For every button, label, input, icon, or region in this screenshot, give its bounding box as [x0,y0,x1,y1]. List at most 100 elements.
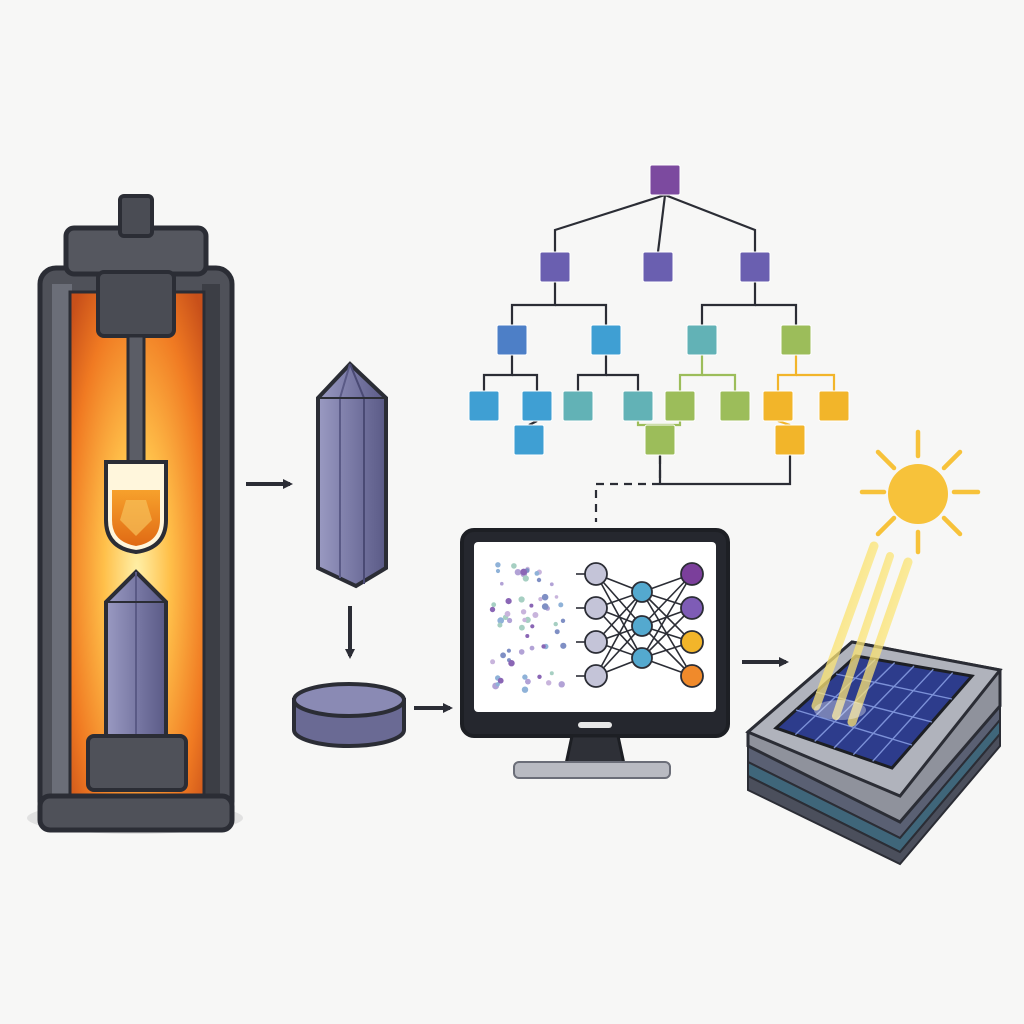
tree-link [665,195,755,252]
tree-link [660,455,790,484]
scatter-dot [519,625,525,631]
tree-link [778,421,790,425]
scatter-dot [521,609,526,614]
tree-link [755,305,796,325]
scatter-dot [507,649,511,653]
tree-link [778,355,796,391]
tree-node [763,391,793,421]
tree-node [740,252,770,282]
scatter-dot [530,624,534,628]
tree-node [645,425,675,455]
scatter-dot [522,687,528,693]
tree-node [469,391,499,421]
scatter-dot [522,618,526,622]
scatter-dot [537,578,541,582]
tree-node [540,252,570,282]
tree-node [643,252,673,282]
scatter-dot [498,678,504,684]
tree-link [702,375,735,391]
scatter-dot [525,679,531,685]
nn-input-node [585,631,607,653]
scatter-dot [561,619,565,623]
tree-link [796,375,834,391]
scatter-dot [537,675,541,679]
scatter-dot [525,634,529,638]
tree-link [512,282,555,325]
nn-output-node [681,665,703,687]
scatter-dot [523,575,529,581]
scatter-dot [496,569,500,573]
scatter-dot [490,607,495,612]
nn-input-node [585,597,607,619]
decision-tree [469,165,849,455]
wafer-disc-icon [294,684,404,746]
nn-input-node [585,665,607,687]
scatter-dot [495,562,500,567]
scatter-dot [500,582,504,586]
tree-node [563,391,593,421]
tree-link [658,195,665,252]
scatter-dot [541,644,545,648]
scatter-dot [558,602,563,607]
tree-link [606,375,638,391]
tree-link [660,421,680,425]
nn-hidden-node [632,616,652,636]
tree-node [497,325,527,355]
tree-node [650,165,680,195]
tree-link [702,282,755,325]
solar-panel-icon [748,642,1000,864]
tree-node [591,325,621,355]
scatter-dot [519,649,525,655]
tree-node [623,391,653,421]
scatter-dot [519,596,525,602]
scatter-dot [555,595,559,599]
tree-node [720,391,750,421]
scatter-dot [546,680,551,685]
scatter-dot [490,659,495,664]
nn-hidden-node [632,582,652,602]
tree-node [775,425,805,455]
scatter-dot [529,604,533,608]
sun-icon [862,432,978,552]
scatter-dot [555,629,560,634]
tree-link [484,355,512,391]
scatter-dot [511,563,517,569]
scatter-dot [560,643,566,649]
scatter-dot [542,603,549,610]
tree-node [514,425,544,455]
nn-output-node [681,597,703,619]
scatter-dot [515,569,521,575]
scatter-dot [497,623,502,628]
computer-monitor-icon [462,530,728,778]
scatter-dot [530,646,535,651]
tree-to-monitor-connector [596,456,660,522]
scatter-dot [506,598,512,604]
tree-link [578,355,606,391]
tree-node [687,325,717,355]
scatter-dot [542,594,549,601]
tree-node [781,325,811,355]
tree-node [665,391,695,421]
scatter-dot [550,582,554,586]
tree-link [512,375,537,391]
scatter-dot [559,681,565,687]
scatter-dot [491,602,496,607]
tree-link [555,195,665,252]
scatter-dot [508,660,514,666]
tree-link [555,305,606,325]
nn-hidden-node [632,648,652,668]
nn-input-node [585,563,607,585]
scatter-dot [520,569,527,576]
scatter-dot [554,622,558,626]
crystal-growth-furnace-icon [27,196,243,834]
tree-link [529,421,537,425]
scatter-dot [532,612,538,618]
scatter-dot [500,652,506,658]
nn-output-node [681,563,703,585]
tree-link [680,355,702,391]
tree-node [522,391,552,421]
scatter-dot [535,571,540,576]
crystal-boule-icon [318,364,386,586]
